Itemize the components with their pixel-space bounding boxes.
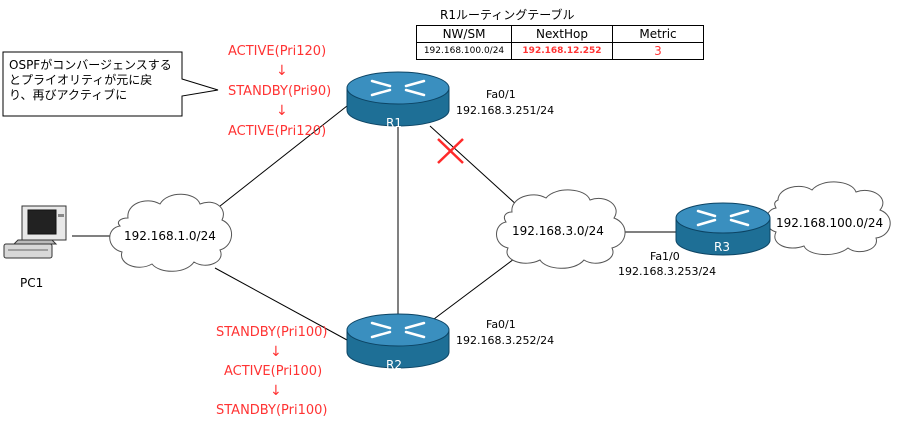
r1-interface-label: Fa0/1 (486, 88, 516, 101)
link-r2-lan3 (429, 255, 519, 323)
pc-label: PC1 (20, 276, 44, 290)
callout-text: OSPFがコンバージェンスするとプライオリティが元に戻り、再びアクティブに (9, 58, 172, 102)
r1-state-arrow-1: ↓ (276, 63, 288, 79)
router-r1-icon (346, 71, 450, 127)
table-row: 192.168.100.0/24 192.168.12.252 3 (416, 42, 704, 60)
link-r1-lan1 (214, 105, 348, 211)
r3-ip-label: 192.168.3.253/24 (618, 265, 717, 278)
links (72, 105, 676, 341)
table-header-metric: Metric (612, 25, 704, 43)
table-header-nexthop: NextHop (511, 25, 613, 43)
r2-state-arrow-2: ↓ (270, 383, 282, 399)
link-failure-icon (437, 138, 464, 164)
r3-interface-label: Fa1/0 (650, 250, 680, 263)
r2-state-1: STANDBY(Pri100) (216, 325, 328, 340)
table-cell-metric: 3 (612, 42, 704, 60)
r1-state-arrow-2: ↓ (276, 103, 288, 119)
r1-ip-label: 192.168.3.251/24 (456, 104, 555, 117)
cloud-lan1 (109, 193, 232, 272)
r1-state-2: STANDBY(Pri90) (228, 84, 332, 99)
r2-state-arrow-1: ↓ (270, 344, 282, 360)
table-header-nw: NW/SM (416, 25, 512, 43)
network-lan3-label: 192.168.3.0/24 (512, 224, 604, 238)
pc-icon (3, 205, 67, 259)
r2-state-3: STANDBY(Pri100) (216, 403, 328, 418)
network-lan100-label: 192.168.100.0/24 (776, 216, 884, 230)
link-r1-lan3 (429, 125, 519, 207)
router-r2-label: R2 (386, 358, 402, 372)
r2-state-2: ACTIVE(Pri100) (224, 364, 323, 379)
routing-table-title: R1ルーティングテーブル (440, 8, 575, 22)
cloud-lan3 (496, 189, 626, 269)
network-lan1-label: 192.168.1.0/24 (124, 229, 216, 243)
table-row: NW/SM NextHop Metric (416, 25, 704, 43)
router-r2-icon (346, 313, 450, 369)
link-r2-lan1 (214, 267, 348, 341)
router-r3-icon (675, 202, 771, 256)
r1-state-3: ACTIVE(Pri120) (228, 124, 327, 139)
router-r1-label: R1 (386, 116, 402, 130)
routing-table: NW/SM NextHop Metric 192.168.100.0/24 19… (416, 25, 704, 60)
r2-interface-label: Fa0/1 (486, 318, 516, 331)
r2-ip-label: 192.168.3.252/24 (456, 334, 555, 347)
r1-state-1: ACTIVE(Pri120) (228, 44, 327, 59)
callout-bubble (2, 51, 219, 117)
table-cell-nexthop: 192.168.12.252 (511, 42, 613, 60)
router-r3-label: R3 (714, 240, 730, 254)
table-cell-network: 192.168.100.0/24 (416, 42, 512, 60)
